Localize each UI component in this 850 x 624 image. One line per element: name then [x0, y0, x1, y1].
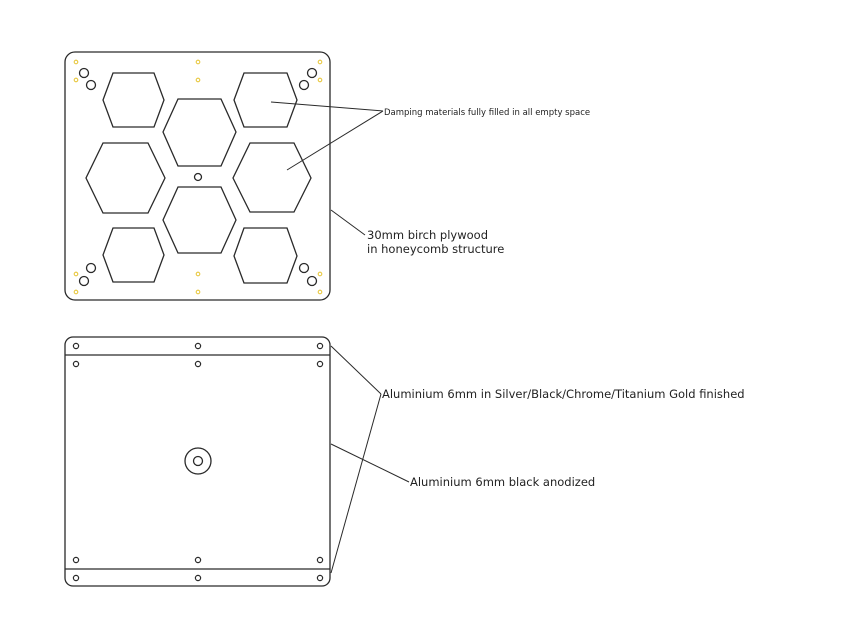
plywood-leader-line: [330, 209, 366, 236]
hexagon-cutout: [233, 72, 298, 128]
screw-marker: [195, 289, 201, 295]
hexagon-cutout: [85, 142, 166, 214]
bolt: [194, 360, 202, 368]
screw-markers: [73, 59, 323, 295]
finish-leader-line: [330, 345, 382, 395]
hexagon-cutout: [102, 227, 165, 283]
bolt: [72, 574, 80, 582]
aluminium-panel-outline: [64, 336, 331, 587]
bolt: [316, 360, 324, 368]
screw-marker: [195, 59, 201, 65]
screw-marker: [73, 77, 79, 83]
anodized-leader-line: [330, 443, 410, 483]
screw-marker: [317, 271, 323, 277]
mounting-hole: [78, 67, 90, 79]
hexagon-cutout: [162, 98, 237, 167]
finish-leader-line: [330, 393, 382, 574]
screw-marker: [317, 77, 323, 83]
screw-marker: [317, 289, 323, 295]
bolt: [194, 556, 202, 564]
bolt: [72, 556, 80, 564]
damping-leader-line: [270, 101, 384, 112]
plywood-callout-line2: in honeycomb structure: [367, 242, 504, 256]
mounting-hole: [298, 262, 310, 274]
bolt: [72, 360, 80, 368]
screw-marker: [195, 271, 201, 277]
center-hole: [193, 172, 203, 182]
screw-marker: [73, 59, 79, 65]
plywood-callout-line1: 30mm birch plywood: [367, 228, 488, 242]
damping-callout: Damping materials fully filled in all em…: [384, 108, 590, 118]
finish-callout: Aluminium 6mm in Silver/Black/Chrome/Tit…: [382, 387, 745, 401]
bolt: [316, 556, 324, 564]
mounting-hole: [85, 262, 97, 274]
bolt: [316, 342, 324, 350]
plywood-panel-top-view: [64, 51, 331, 301]
screw-marker: [195, 77, 201, 83]
hexagon-cutout: [232, 142, 312, 213]
bottom-view-leaders: [330, 345, 410, 574]
aluminium-panel-bottom-view: [64, 336, 331, 587]
mounting-hole: [78, 275, 90, 287]
bolt: [72, 342, 80, 350]
damping-leader-line: [286, 110, 384, 171]
bolt: [194, 574, 202, 582]
screw-marker: [73, 271, 79, 277]
plywood-panel-outline: [64, 51, 331, 301]
center-spike-mount-inner: [192, 455, 204, 467]
mounting-hole: [85, 79, 97, 91]
screw-marker: [73, 289, 79, 295]
bolt: [316, 574, 324, 582]
hexagon-cutout: [162, 186, 237, 254]
mounting-hole: [306, 67, 318, 79]
screw-marker: [317, 59, 323, 65]
hexagon-cutout: [102, 72, 165, 128]
mounting-hole: [298, 79, 310, 91]
bolt: [194, 342, 202, 350]
hexagon-cutout: [233, 227, 298, 284]
top-view-leaders: [270, 101, 384, 236]
center-spike-mount-outer: [184, 447, 212, 475]
mounting-hole: [306, 275, 318, 287]
anodized-callout: Aluminium 6mm black anodized: [410, 475, 595, 489]
bolts: [72, 342, 324, 582]
